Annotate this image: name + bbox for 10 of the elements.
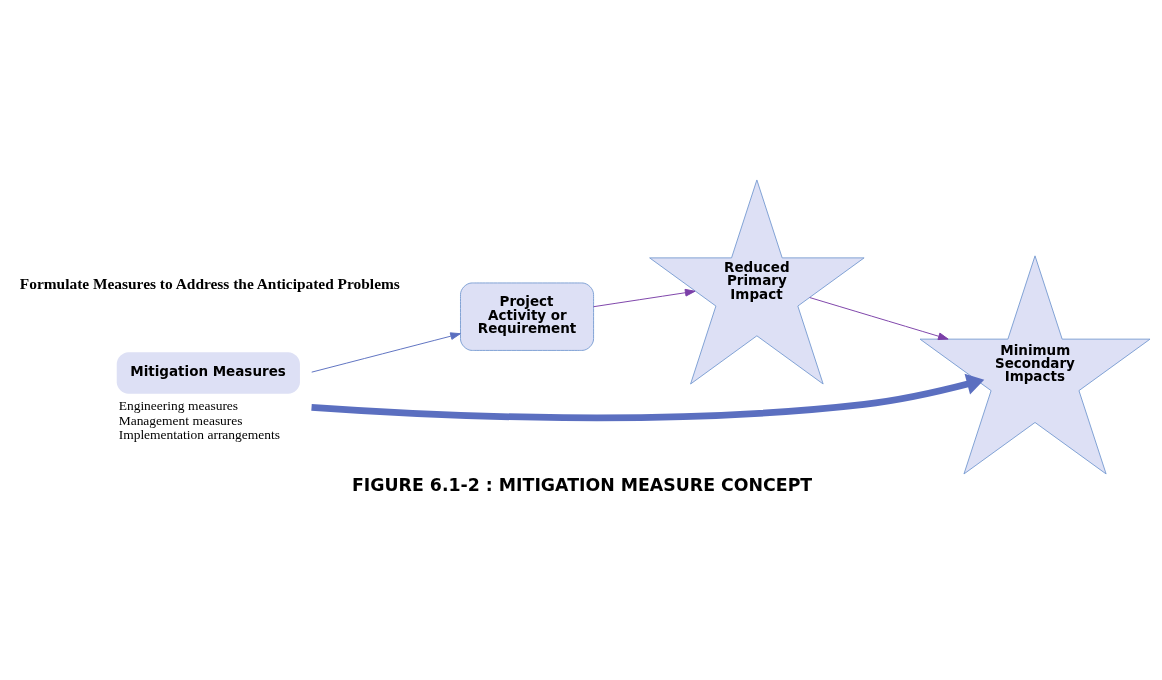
arrow [809, 296, 949, 340]
caption: FIGURE 6.1-2 : MITIGATION MEASURE CONCEPT [351, 474, 813, 495]
node-label: Engineering measures [118, 397, 239, 413]
arrow [593, 288, 696, 307]
node-box: Project Activity or Requirement [460, 281, 595, 351]
arrow [311, 373, 985, 421]
node-box: Mitigation Measures [116, 351, 300, 394]
arrow [311, 331, 461, 373]
node-label: Management measures [118, 412, 243, 428]
label: Formulate Measures to Address the Anticipated Problems [19, 274, 400, 292]
